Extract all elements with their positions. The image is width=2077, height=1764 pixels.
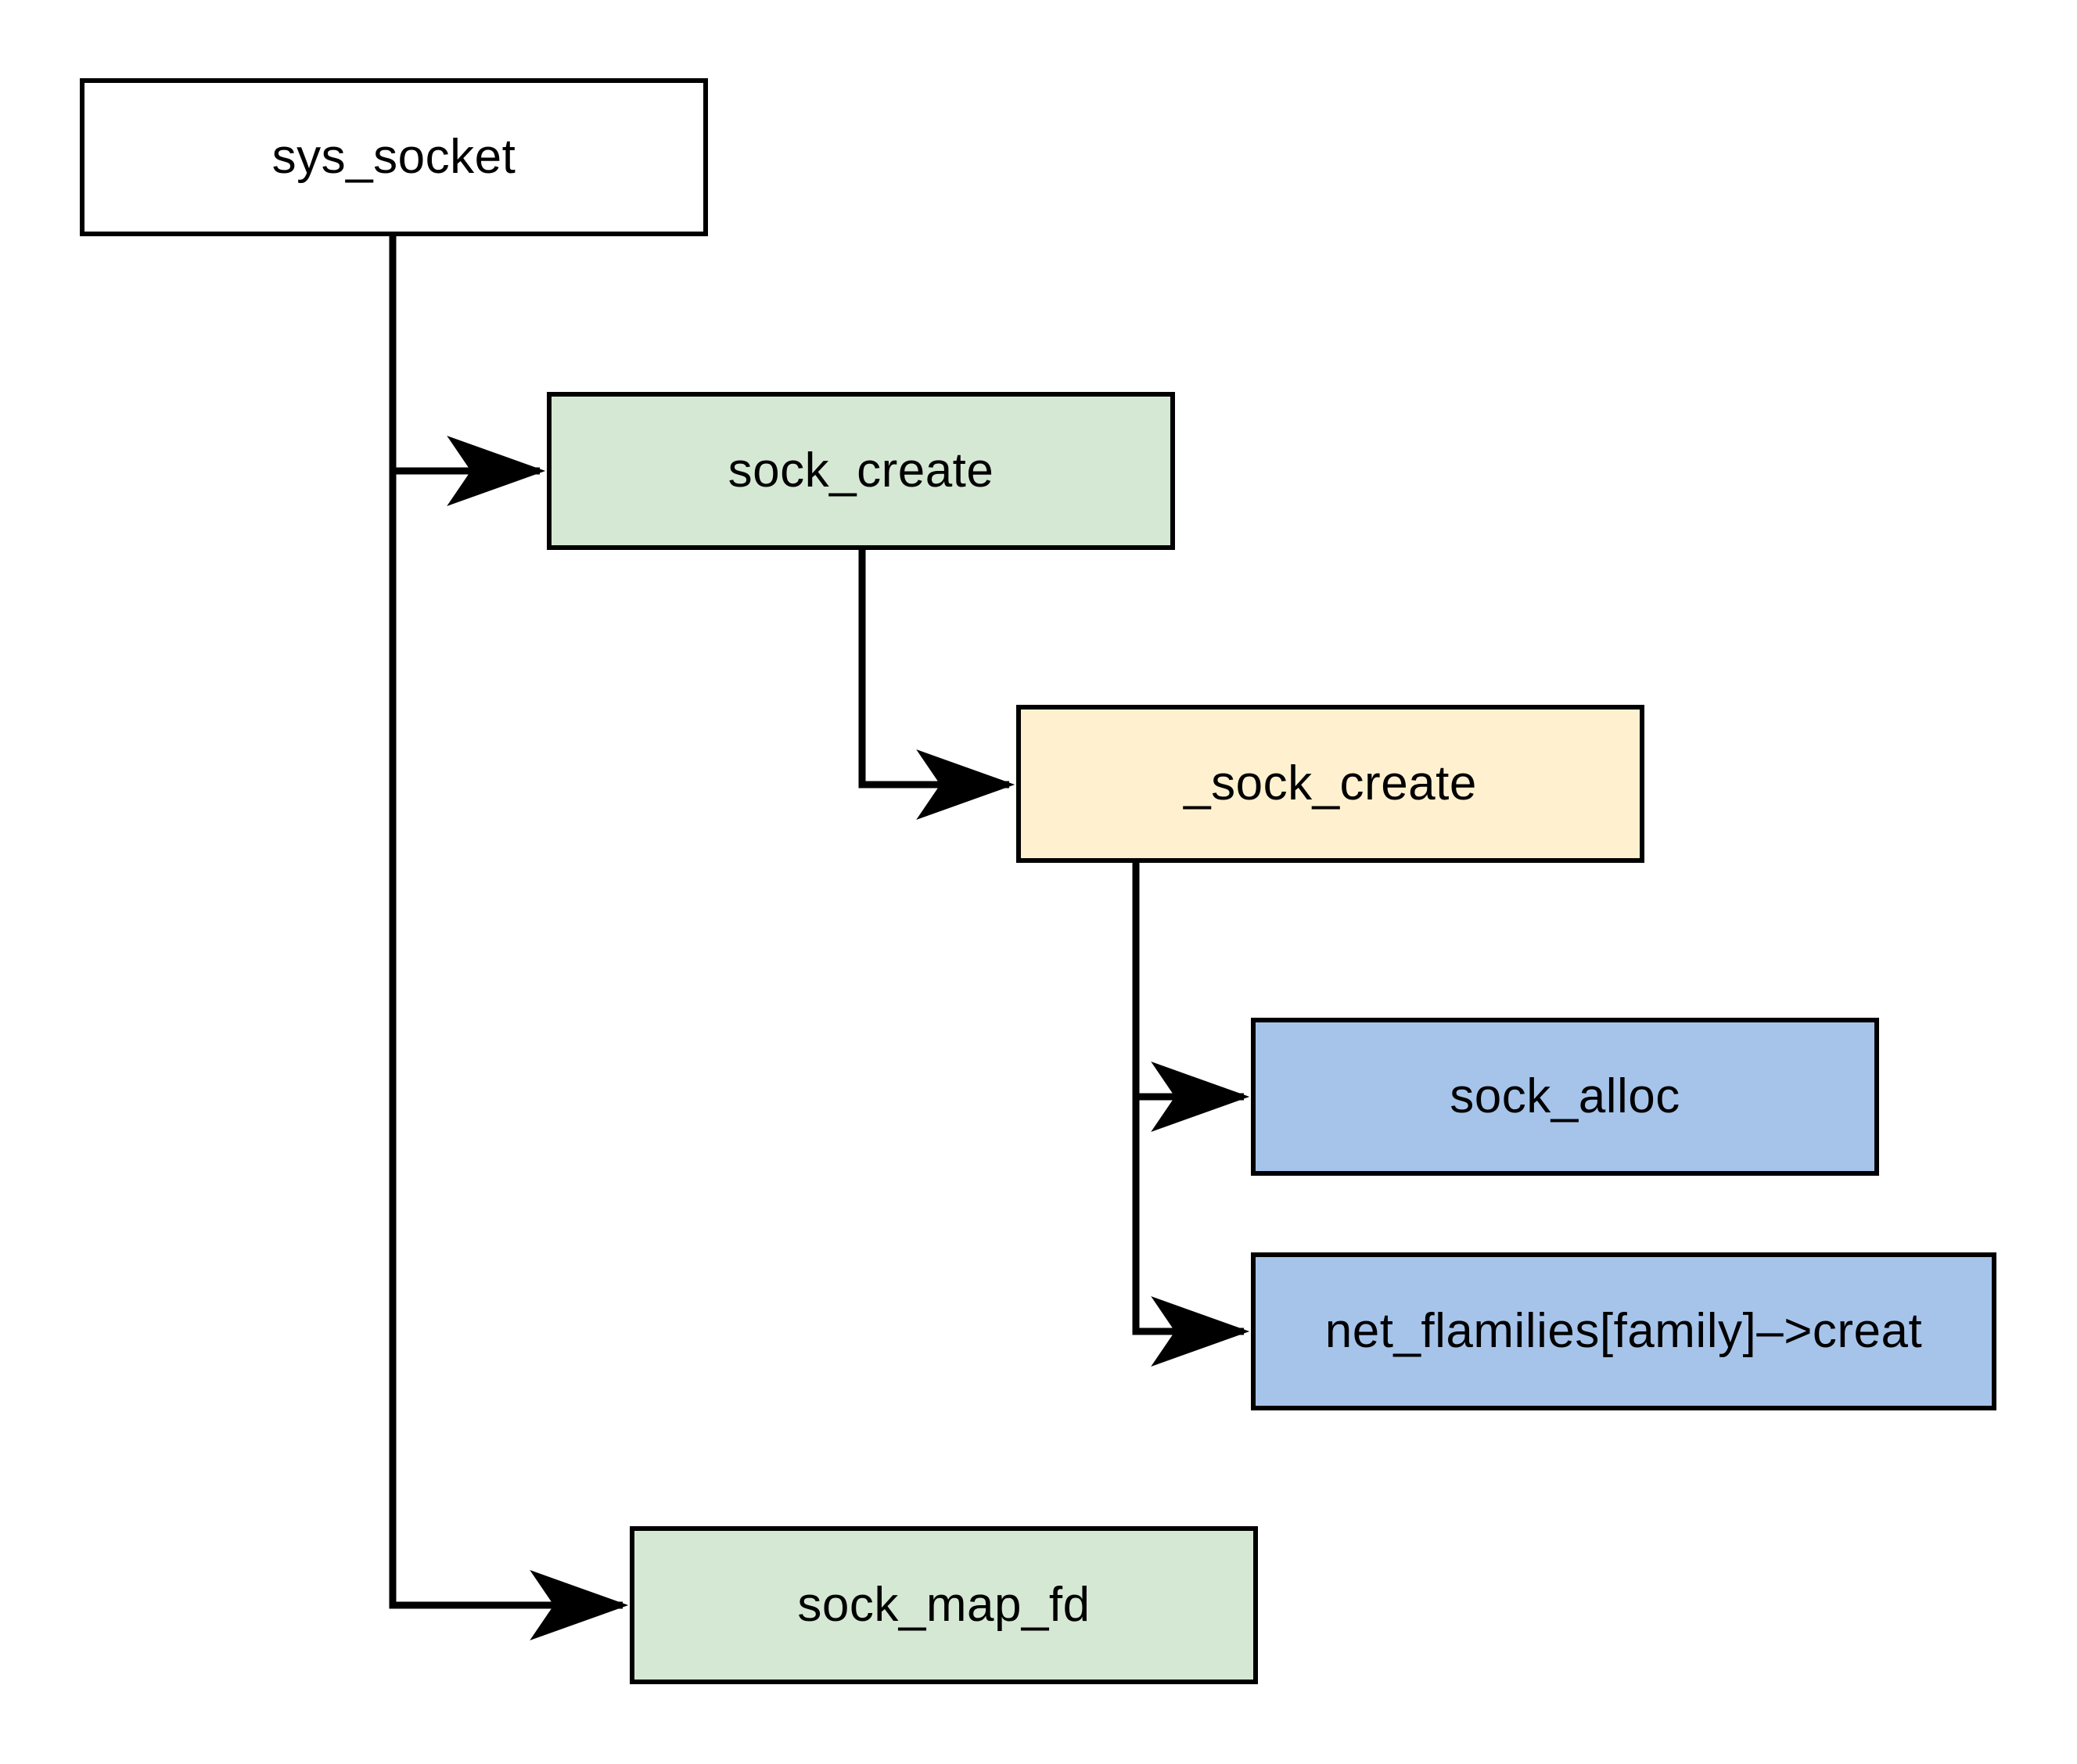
node-sock-alloc[interactable]: sock_alloc [1251, 1018, 1879, 1176]
node-label-sock-alloc: sock_alloc [1450, 1069, 1680, 1123]
node-sock-create[interactable]: sock_create [547, 392, 1175, 550]
node-sys-socket[interactable]: sys_socket [80, 78, 708, 236]
node-label-sock-create-underscore: _sock_create [1184, 756, 1477, 810]
edge-sys-socket-to-sock-map-fd [389, 236, 629, 1640]
node-net-flamilies[interactable]: net_flamilies[family]–>creat [1251, 1252, 1996, 1410]
edge-sock-create-underscore-to-sock-alloc [1132, 863, 1250, 1132]
node-sock-create-underscore[interactable]: _sock_create [1016, 705, 1644, 863]
node-label-sock-map-fd: sock_map_fd [797, 1577, 1091, 1632]
node-label-net-flamilies: net_flamilies[family]–>creat [1324, 1303, 1923, 1358]
node-label-sys-socket: sys_socket [271, 129, 516, 184]
node-label-sock-create: sock_create [728, 443, 994, 498]
edge-sock-create-underscore-to-net-flamilies [1132, 863, 1250, 1367]
edge-sys-socket-to-sock-create [389, 236, 546, 506]
node-sock-map-fd[interactable]: sock_map_fd [630, 1526, 1258, 1684]
edge-sock-create-to-sock-create-underscore [858, 550, 1015, 820]
